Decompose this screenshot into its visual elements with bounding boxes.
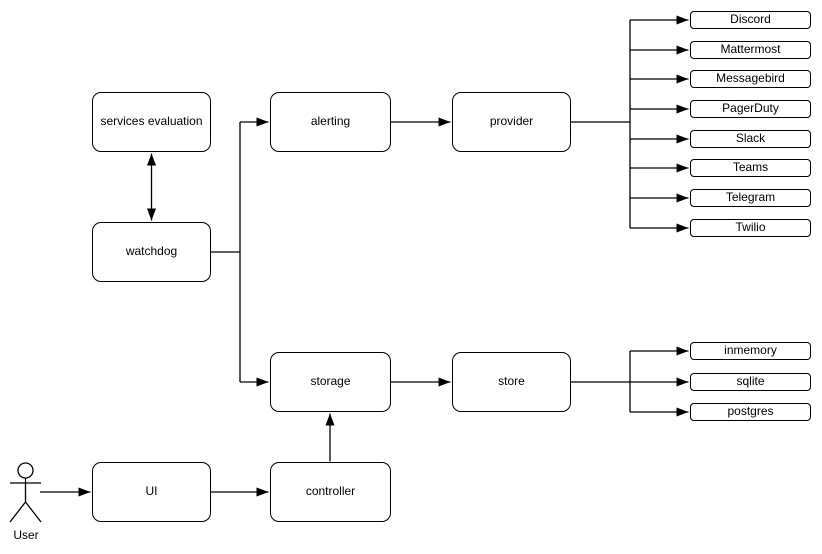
- node-label: Twilio: [735, 220, 766, 235]
- node-label: Slack: [735, 131, 766, 146]
- node-label: Teams: [732, 160, 769, 175]
- node-provider: provider: [452, 92, 571, 152]
- node-provider-twilio: Twilio: [690, 219, 811, 237]
- node-label: storage: [310, 374, 351, 389]
- node-label: alerting: [310, 114, 351, 129]
- node-label: PagerDuty: [722, 101, 779, 116]
- node-store-sqlite: sqlite: [690, 373, 811, 391]
- edge-watchdog-branch: [211, 122, 241, 382]
- node-provider-pagerduty: PagerDuty: [690, 100, 811, 118]
- node-label: Telegram: [725, 190, 776, 205]
- node-label: Messagebird: [716, 71, 785, 86]
- node-label: watchdog: [125, 244, 178, 259]
- node-watchdog: watchdog: [92, 222, 211, 282]
- node-storage: storage: [270, 352, 391, 412]
- node-provider-telegram: Telegram: [690, 189, 811, 207]
- node-store: store: [452, 352, 571, 412]
- user-label: User: [13, 528, 39, 542]
- node-provider-teams: Teams: [690, 159, 811, 177]
- node-label: store: [498, 374, 525, 389]
- node-provider-mattermost: Mattermost: [690, 41, 811, 59]
- node-alerting: alerting: [270, 92, 391, 152]
- node-label: services evaluation: [100, 114, 203, 129]
- node-label: sqlite: [736, 374, 765, 389]
- edge-provider-fanout: [571, 20, 631, 228]
- node-controller: controller: [270, 462, 391, 522]
- node-services-evaluation: services evaluation: [92, 92, 211, 152]
- node-label: controller: [305, 484, 356, 499]
- node-provider-discord: Discord: [690, 11, 811, 29]
- node-label: Mattermost: [720, 42, 781, 57]
- node-store-postgres: postgres: [690, 403, 811, 421]
- node-label: postgres: [727, 404, 774, 419]
- node-label: Discord: [730, 12, 771, 27]
- node-store-inmemory: inmemory: [690, 342, 811, 360]
- user-actor-icon: [9, 462, 42, 523]
- node-provider-slack: Slack: [690, 130, 811, 148]
- node-provider-messagebird: Messagebird: [690, 70, 811, 88]
- node-label: UI: [145, 484, 158, 499]
- node-label: inmemory: [724, 343, 777, 358]
- node-label: provider: [489, 114, 534, 129]
- edge-store-fanout: [571, 351, 631, 412]
- node-ui: UI: [92, 462, 211, 522]
